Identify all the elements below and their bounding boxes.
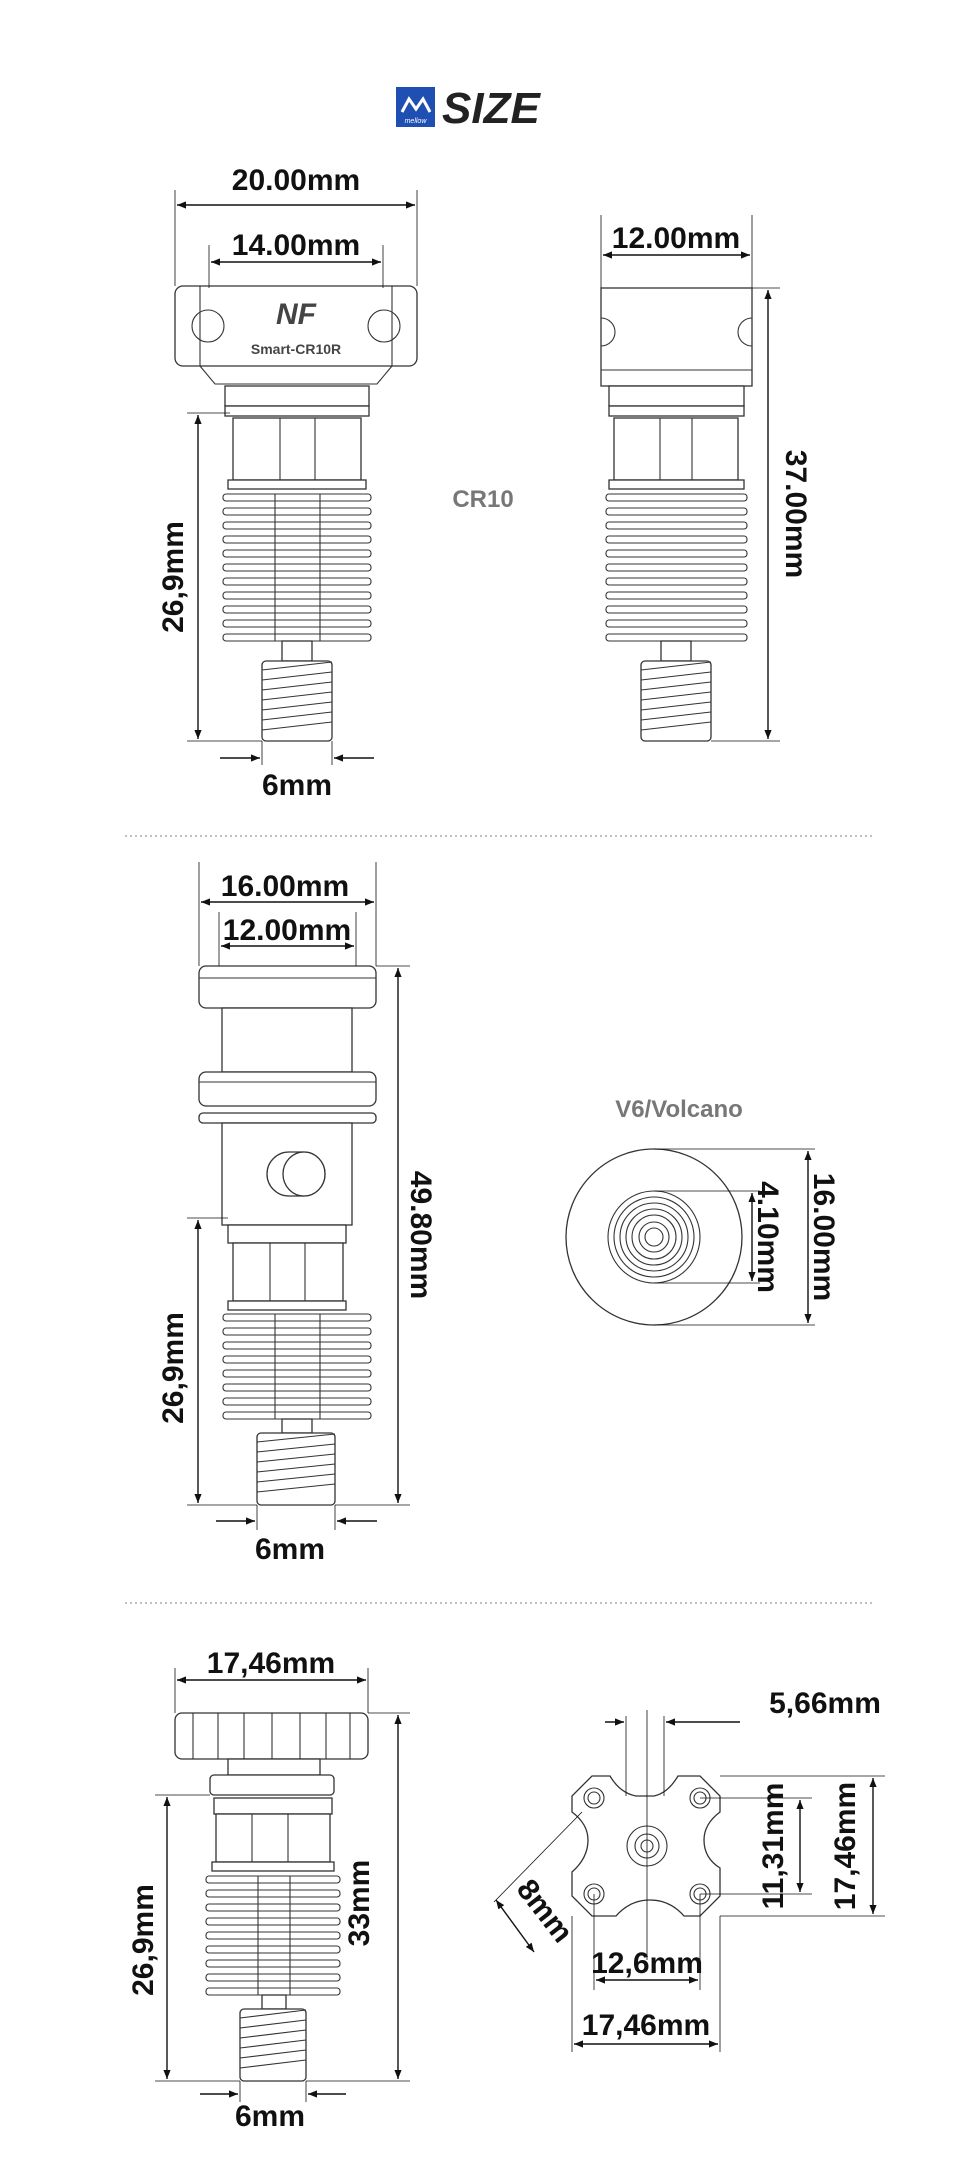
v6-inner-width-label: 12.00mm — [223, 914, 351, 947]
v6-top-dimensions: 16.00mm 4.10mm — [654, 1148, 840, 1326]
cr10-width-label: 20.00mm — [232, 164, 360, 197]
cr10-inner-width-label: 14.00mm — [232, 229, 360, 262]
cr10-side-width-label: 12.00mm — [612, 222, 740, 255]
mk-front-dimensions: 17,46mm 33mm 26,9mm 6mm — [127, 1647, 410, 2133]
mk-fins — [205, 1875, 341, 1996]
mk-top-view — [571, 1775, 721, 1917]
cr10-front-view: NF Smart-CR10R — [174, 285, 418, 742]
section-v6: 16.00mm 12.00mm 49.80mm 26,9mm 6mm V6/Vo… — [157, 862, 840, 1566]
mk-slot-label: 5,66mm — [769, 1687, 881, 1720]
mk-width-label: 17,46mm — [207, 1647, 335, 1680]
v6-height-label: 26,9mm — [157, 1312, 190, 1424]
cr10-front-fins — [222, 493, 372, 642]
cr10-side-thread — [640, 661, 712, 731]
cr10-front-dimensions: 20.00mm 14.00mm 26,9mm 6mm — [157, 164, 418, 802]
cr10-section-label: CR10 — [452, 486, 513, 513]
v6-fins — [222, 1313, 372, 1420]
mk-hole-spacing-v-label: 11,31mm — [757, 1783, 790, 1910]
section-mk: 17,46mm 33mm 26,9mm 6mm — [127, 1647, 885, 2133]
cr10-height-label: 26,9mm — [157, 521, 190, 633]
mk-outer-h-label: 17,46mm — [582, 2009, 710, 2042]
page-title: SIZE — [442, 84, 541, 133]
v6-diameter-label: 16.00mm — [807, 1173, 840, 1301]
v6-front-view — [198, 965, 377, 1506]
mk-height-label: 26,9mm — [127, 1884, 160, 1996]
v6-thread — [256, 1433, 336, 1493]
mk-hole-diameter-label: 8mm — [510, 1873, 579, 1949]
product-label: Smart-CR10R — [251, 341, 341, 357]
section-cr10: NF Smart-CR10R — [157, 164, 812, 802]
header: mellow SIZE — [396, 84, 541, 133]
nf-brand-mark: NF — [276, 298, 317, 331]
logo-text: mellow — [405, 118, 428, 125]
cr10-side-height-label: 37.00mm — [779, 450, 812, 578]
cr10-side-view — [600, 287, 753, 742]
v6-nozzle-label: 6mm — [255, 1533, 325, 1566]
cr10-front-thread — [261, 661, 333, 731]
v6-total-height-label: 49.80mm — [404, 1171, 437, 1299]
mk-front-view — [174, 1712, 369, 2082]
mk-nozzle-label: 6mm — [235, 2100, 305, 2133]
mk-outer-v-label: 17,46mm — [829, 1782, 862, 1910]
mk-total-height-label: 33mm — [343, 1860, 376, 1947]
v6-bore-label: 4.10mm — [751, 1181, 784, 1293]
v6-width-label: 16.00mm — [221, 870, 349, 903]
v6-front-dimensions: 16.00mm 12.00mm 49.80mm 26,9mm 6mm — [157, 862, 437, 1566]
cr10-nozzle-label: 6mm — [262, 769, 332, 802]
mk-thread — [239, 2009, 307, 2069]
v6-section-label: V6/Volcano — [615, 1096, 743, 1123]
mk-hole-spacing-h-label: 12,6mm — [591, 1947, 703, 1980]
mellow-logo: mellow — [396, 87, 435, 127]
cr10-side-fins — [605, 493, 748, 642]
cr10-side-dimensions: 12.00mm 37.00mm — [600, 215, 812, 742]
v6-top-view — [565, 1148, 743, 1326]
